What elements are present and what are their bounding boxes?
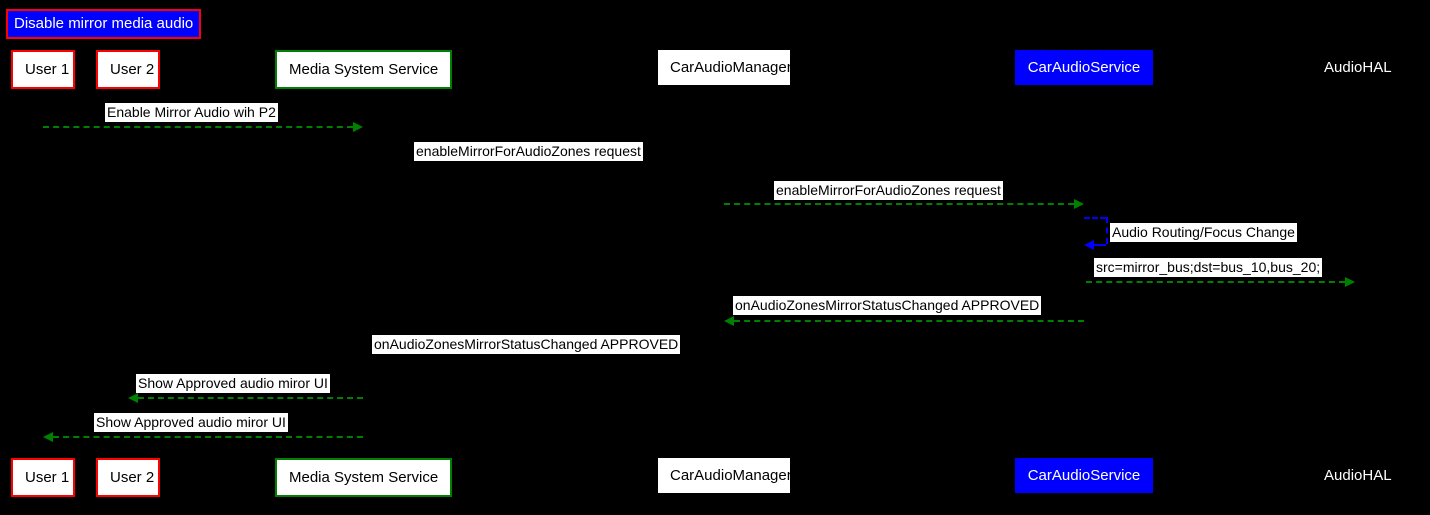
message-label-m6: onAudioZonesMirrorStatusChanged APPROVED bbox=[733, 296, 1042, 315]
participant-hal-bottom: AudioHAL bbox=[1324, 467, 1392, 484]
lifeline-hal bbox=[1355, 86, 1356, 458]
arrow-head-icon-m8 bbox=[128, 393, 138, 403]
message-label-m2: enableMirrorForAudioZones request bbox=[414, 142, 643, 161]
arrow-head-icon-m1 bbox=[353, 122, 363, 132]
participant-mss-bottom: Media System Service bbox=[275, 458, 452, 497]
participant-cam: CarAudioManager bbox=[658, 50, 792, 85]
diagram-title: Disable mirror media audio bbox=[6, 9, 202, 39]
self-message-top-m4 bbox=[1084, 217, 1106, 219]
message-label-m3: enableMirrorForAudioZones request bbox=[774, 181, 1003, 200]
lifeline-user1 bbox=[43, 86, 44, 458]
arrow-head-icon-m7 bbox=[363, 355, 373, 365]
message-line-m7 bbox=[373, 359, 724, 361]
message-label-m5: src=mirror_bus;dst=bus_10,bus_20; bbox=[1094, 258, 1323, 277]
participant-user1-bottom: User 1 bbox=[11, 458, 75, 497]
lifeline-mss bbox=[363, 86, 364, 458]
lifeline-cas bbox=[1084, 86, 1085, 458]
message-line-m3 bbox=[724, 203, 1074, 205]
participant-cas-bottom: CarAudioService bbox=[1015, 458, 1153, 493]
participant-user1: User 1 bbox=[11, 50, 75, 89]
lifeline-user2 bbox=[128, 86, 129, 458]
participant-user2-bottom: User 2 bbox=[96, 458, 160, 497]
message-line-m9 bbox=[53, 436, 363, 438]
message-label-m9: Show Approved audio miror UI bbox=[94, 413, 288, 432]
self-message-bottom-m4 bbox=[1094, 244, 1106, 246]
arrow-head-icon-m2 bbox=[714, 161, 724, 171]
arrow-head-icon-m6 bbox=[724, 316, 734, 326]
participant-user2: User 2 bbox=[96, 50, 160, 89]
message-line-m2 bbox=[363, 165, 714, 167]
message-label-m7: onAudioZonesMirrorStatusChanged APPROVED bbox=[372, 335, 681, 354]
participant-hal: AudioHAL bbox=[1324, 59, 1392, 76]
message-line-m6 bbox=[734, 320, 1084, 322]
message-line-m1 bbox=[43, 126, 353, 128]
message-label-m1: Enable Mirror Audio wih P2 bbox=[105, 103, 278, 122]
arrow-head-icon-m9 bbox=[43, 432, 53, 442]
message-label-m4: Audio Routing/Focus Change bbox=[1110, 223, 1297, 242]
arrow-head-icon-m3 bbox=[1074, 199, 1084, 209]
lifeline-cam bbox=[724, 86, 725, 458]
arrow-head-icon-m4 bbox=[1084, 240, 1094, 250]
self-message-side-m4 bbox=[1106, 217, 1108, 244]
arrow-head-icon-m5 bbox=[1345, 277, 1355, 287]
message-line-m8 bbox=[138, 397, 363, 399]
participant-cam-bottom: CarAudioManager bbox=[658, 458, 792, 493]
message-label-m8: Show Approved audio miror UI bbox=[136, 374, 330, 393]
message-line-m5 bbox=[1086, 281, 1345, 283]
participant-mss: Media System Service bbox=[275, 50, 452, 89]
participant-cas: CarAudioService bbox=[1015, 50, 1153, 85]
